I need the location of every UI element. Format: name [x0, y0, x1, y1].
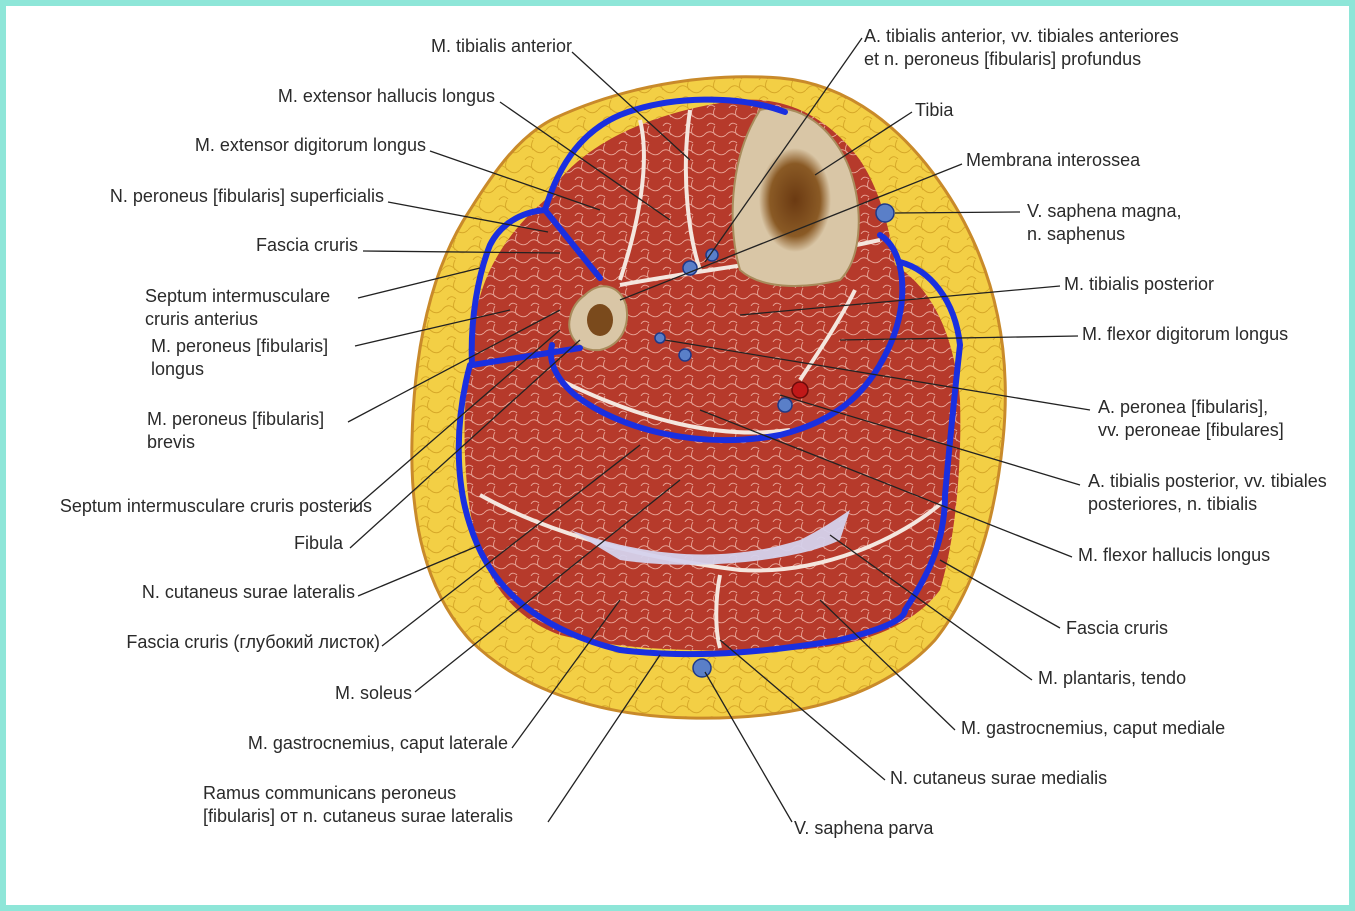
label-gastrocnemius-lateral: M. gastrocnemius, caput laterale — [248, 733, 508, 753]
great-saphenous-vein — [876, 204, 894, 222]
label-plantaris-tendo: M. plantaris, tendo — [1038, 668, 1186, 688]
label-cutaneus-surae-lateralis: N. cutaneus surae lateralis — [142, 582, 355, 602]
label-septum-anterius: Septum intermusculare cruris anterius — [145, 286, 335, 329]
label-flexor-hallucis: M. flexor hallucis longus — [1078, 545, 1270, 565]
label-ramus-communicans: Ramus communicans peroneus [fibularis] о… — [203, 783, 513, 826]
label-tibia: Tibia — [915, 100, 954, 120]
label-posterior-tibial-vessels: A. tibialis posterior, vv. tibiales post… — [1088, 471, 1332, 514]
label-anterior-tibial-vessels: A. tibialis anterior, vv. tibiales anter… — [864, 26, 1184, 69]
posterior-tibial-artery — [792, 382, 808, 398]
tibia-marrow — [759, 148, 831, 252]
label-cutaneus-surae-medialis: N. cutaneus surae medialis — [890, 768, 1107, 788]
label-fascia-cruris-deep: Fascia cruris (глубокий листок) — [126, 632, 380, 652]
label-fascia-cruris-left: Fascia cruris — [256, 235, 358, 255]
label-fascia-cruris-right: Fascia cruris — [1066, 618, 1168, 638]
label-septum-posterius: Septum intermusculare cruris posterius — [60, 496, 372, 516]
label-extensor-digitorum: M. extensor digitorum longus — [195, 135, 426, 155]
label-peroneus-superficialis: N. peroneus [fibularis] superficialis — [110, 186, 384, 206]
label-tibialis-posterior: M. tibialis posterior — [1064, 274, 1214, 294]
fibula-marrow — [587, 304, 613, 336]
label-peroneus-longus: M. peroneus [fibularis] longus — [151, 336, 333, 379]
peroneal-vessel-2 — [655, 333, 665, 343]
anterior-tibial-vessel — [683, 261, 697, 275]
label-flexor-digitorum: M. flexor digitorum longus — [1082, 324, 1288, 344]
label-saphena-magna: V. saphena magna, n. saphenus — [1027, 201, 1186, 244]
label-peronea: A. peronea [fibularis], vv. peroneae [fi… — [1098, 397, 1284, 440]
label-fibula: Fibula — [294, 533, 344, 553]
label-saphena-parva: V. saphena parva — [794, 818, 934, 838]
posterior-tibial-vein — [778, 398, 792, 412]
label-tibialis-anterior: M. tibialis anterior — [431, 36, 572, 56]
label-gastrocnemius-medial: M. gastrocnemius, caput mediale — [961, 718, 1225, 738]
label-membrana-interossea: Membrana interossea — [966, 150, 1141, 170]
peroneal-vessel — [679, 349, 691, 361]
label-soleus: M. soleus — [335, 683, 412, 703]
label-extensor-hallucis: M. extensor hallucis longus — [278, 86, 495, 106]
label-peroneus-brevis: M. peroneus [fibularis] brevis — [147, 409, 329, 452]
small-saphenous-vein — [693, 659, 711, 677]
anterior-tibial-vessel-2 — [706, 249, 718, 261]
